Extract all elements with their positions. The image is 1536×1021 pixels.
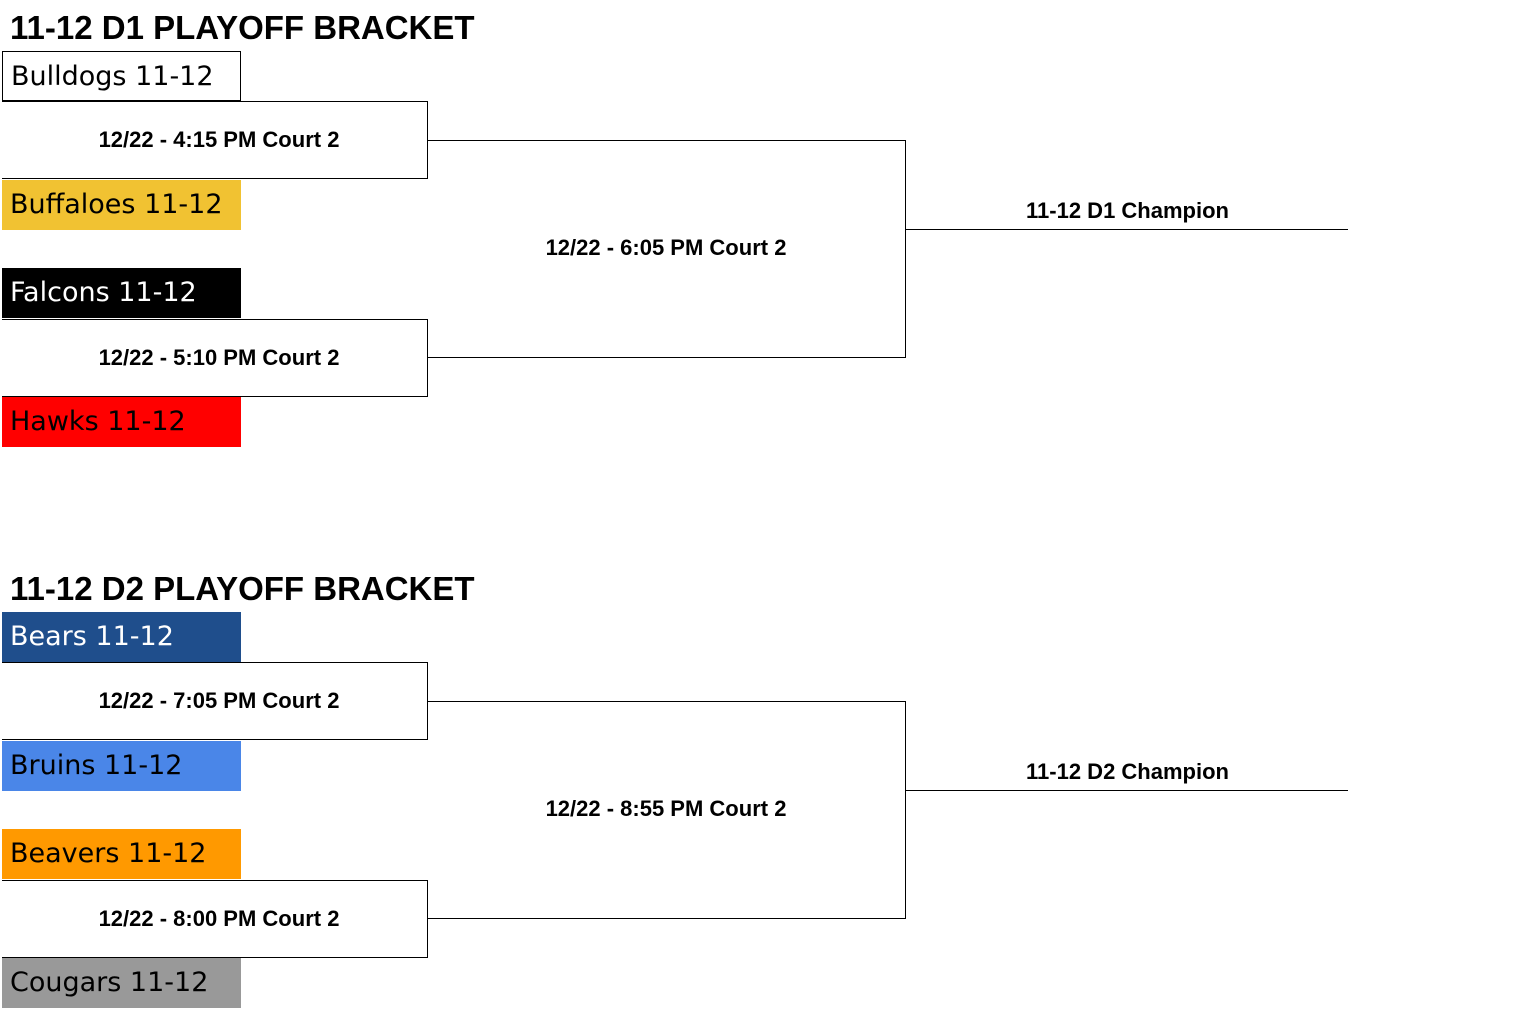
team-slot: Bulldogs 11-12 (2, 51, 241, 101)
team-slot: Beavers 11-12 (2, 829, 241, 879)
champion-label: 11-12 D1 Champion (1026, 198, 1229, 223)
team-slot: Bears 11-12 (2, 612, 241, 662)
semifinal-1-box (2, 101, 428, 179)
team-slot: Hawks 11-12 (2, 397, 241, 447)
bracket-d1: 11-12 D1 PLAYOFF BRACKET Bulldogs 11-12 … (0, 0, 1536, 460)
champion-line (905, 790, 1348, 791)
semifinal-2-time: 12/22 - 8:00 PM Court 2 (98, 906, 340, 931)
champion-line (905, 229, 1348, 230)
bracket-line (428, 357, 906, 358)
semifinal-1-time: 12/22 - 4:15 PM Court 2 (98, 127, 340, 152)
team-slot: Bruins 11-12 (2, 741, 241, 791)
bracket-line (428, 701, 906, 702)
bracket-line (905, 701, 906, 919)
final-time: 12/22 - 8:55 PM Court 2 (545, 796, 787, 821)
semifinal-2-time: 12/22 - 5:10 PM Court 2 (98, 345, 340, 370)
semifinal-1-box (2, 662, 428, 740)
bracket-line (428, 918, 906, 919)
team-slot: Cougars 11-12 (2, 958, 241, 1008)
team-slot: Buffaloes 11-12 (2, 180, 241, 230)
final-time: 12/22 - 6:05 PM Court 2 (545, 235, 787, 260)
champion-label: 11-12 D2 Champion (1026, 759, 1229, 784)
bracket-title: 11-12 D2 PLAYOFF BRACKET (10, 570, 475, 607)
bracket-line (428, 140, 906, 141)
semifinal-1-time: 12/22 - 7:05 PM Court 2 (98, 688, 340, 713)
semifinal-2-box (2, 319, 428, 397)
team-slot: Falcons 11-12 (2, 268, 241, 318)
bracket-line (905, 140, 906, 358)
semifinal-2-box (2, 880, 428, 958)
bracket-title: 11-12 D1 PLAYOFF BRACKET (10, 9, 475, 46)
bracket-d2: 11-12 D2 PLAYOFF BRACKET Bears 11-12 Bru… (0, 561, 1536, 1021)
